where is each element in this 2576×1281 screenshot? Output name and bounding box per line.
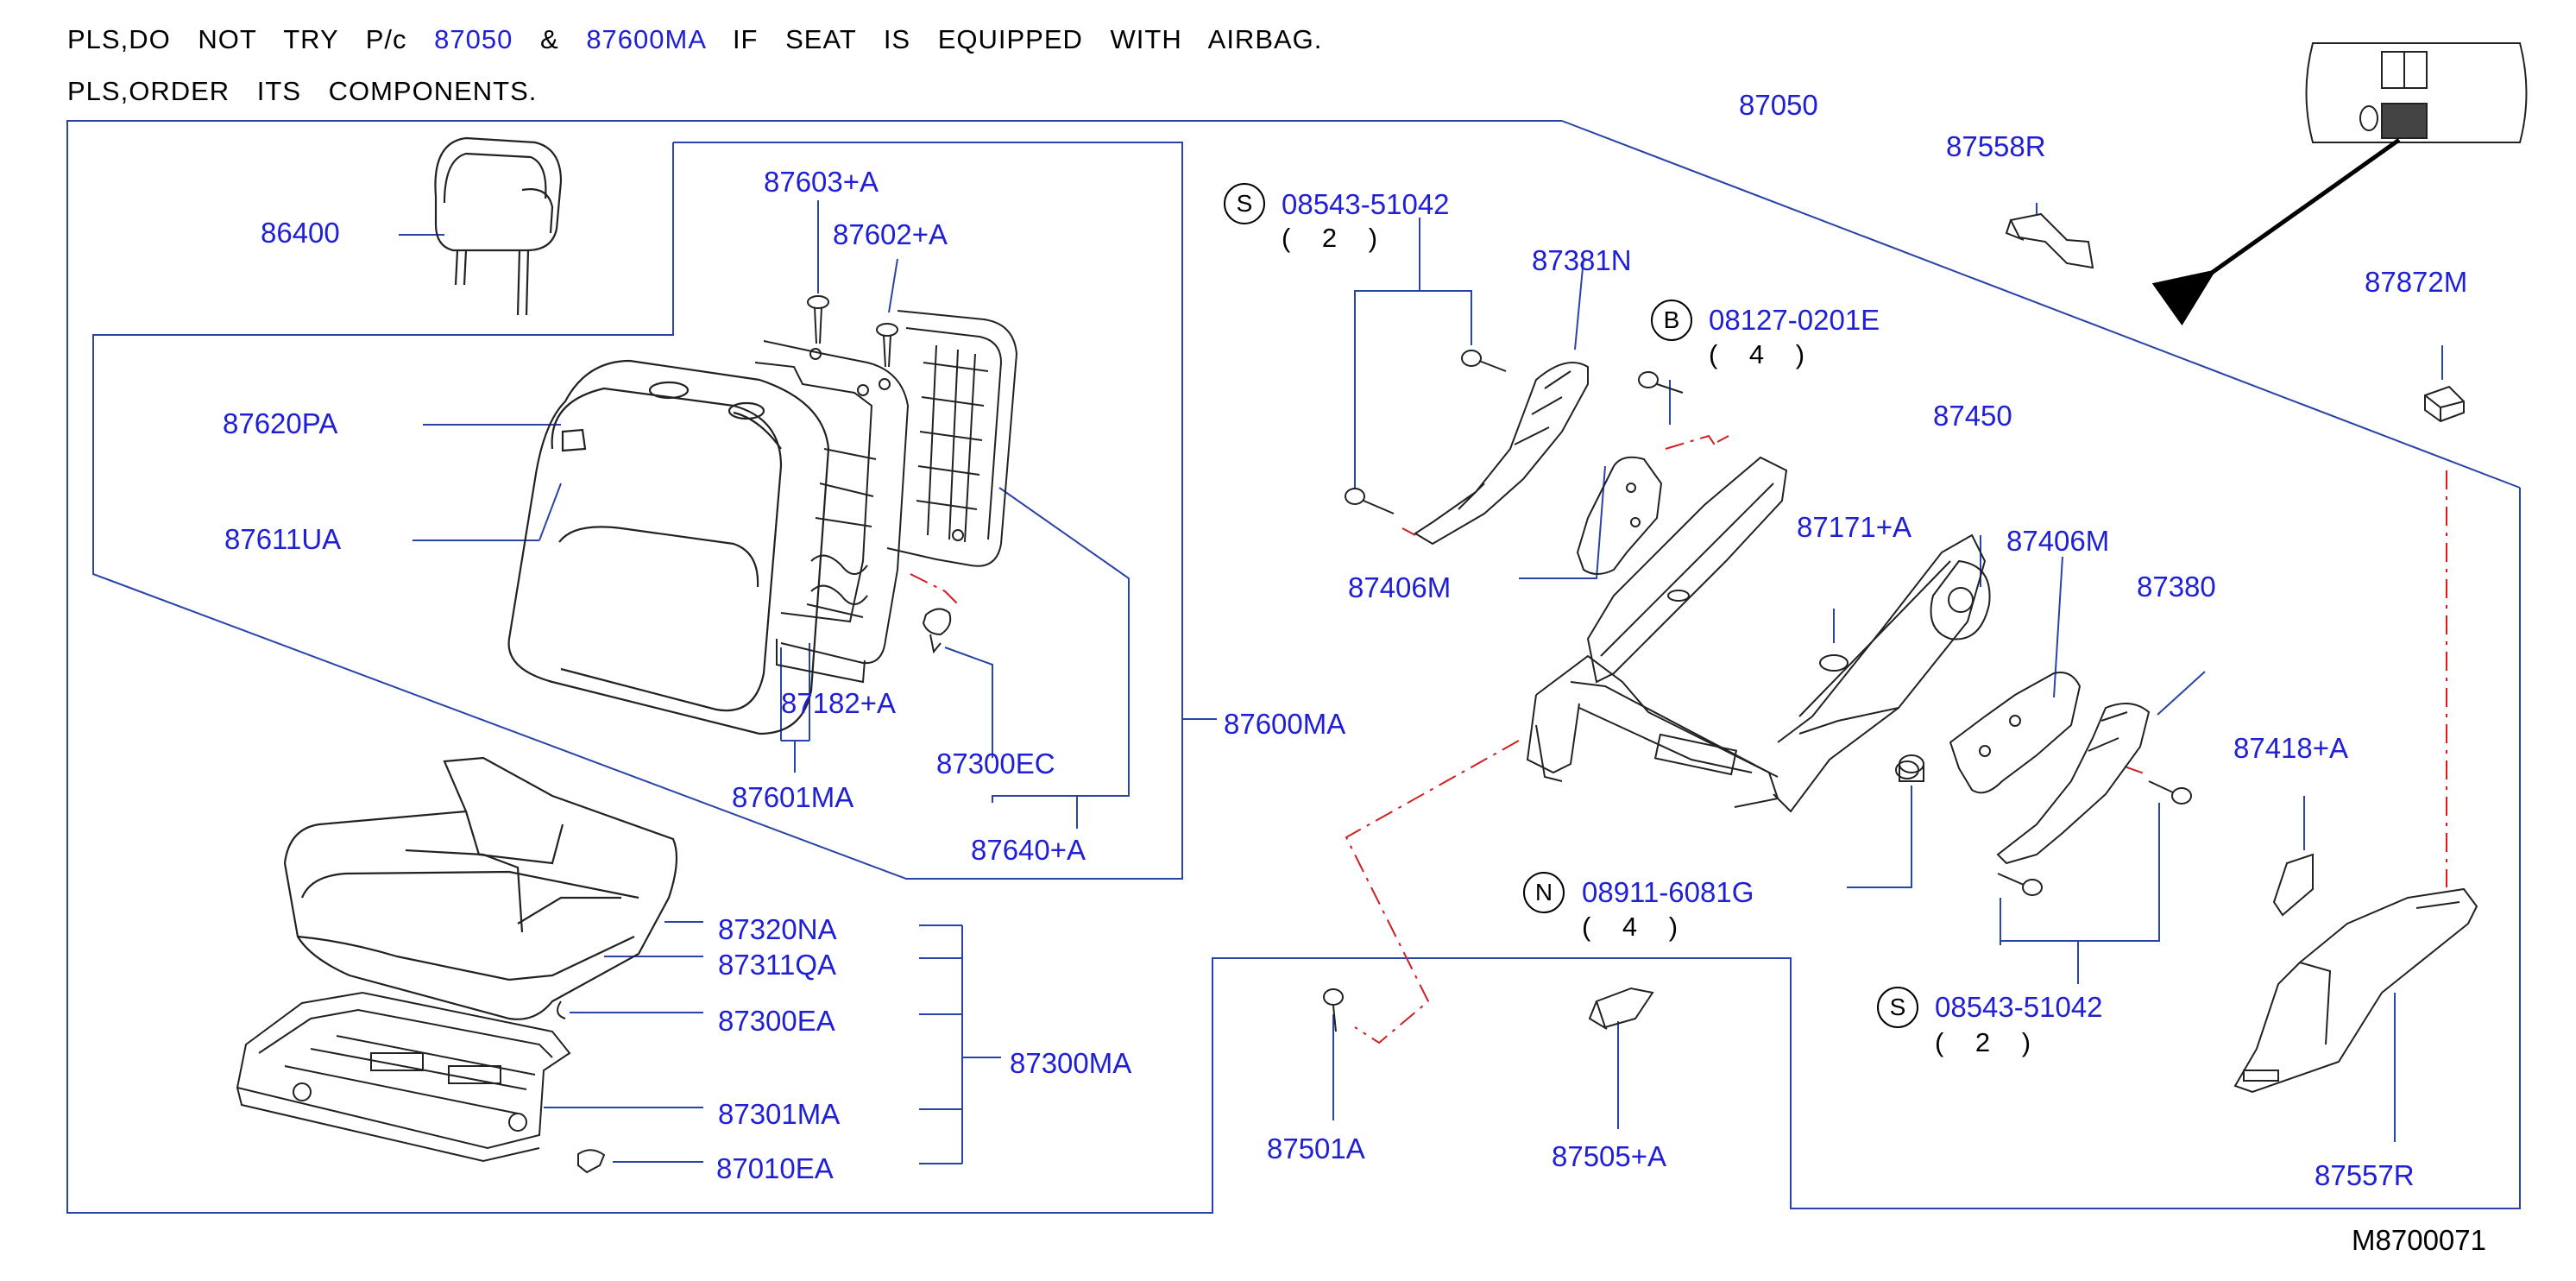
- label-87603A[interactable]: 87603+A: [764, 166, 879, 198]
- diagram-code: M8700071: [2352, 1224, 2486, 1256]
- label-87010EA[interactable]: 87010EA: [716, 1152, 834, 1184]
- fastener-qty-B: ( 4 ): [1709, 339, 1817, 369]
- label-87611UA[interactable]: 87611UA: [224, 523, 342, 555]
- fastener-qty-upper-S: ( 2 ): [1282, 223, 1390, 253]
- seat-adjuster-drawing: [1526, 456, 1991, 813]
- label-87602A[interactable]: 87602+A: [833, 218, 948, 250]
- frame-lines: [66, 120, 2521, 1214]
- label-87380[interactable]: 87380: [2137, 571, 2216, 603]
- label-87300MA[interactable]: 87300MA: [1010, 1047, 1132, 1079]
- fastener-part-upper-S[interactable]: 08543-51042: [1282, 188, 1450, 220]
- fastener-symbol-S-upper: S: [1224, 183, 1265, 224]
- label-87640A[interactable]: 87640+A: [971, 834, 1086, 866]
- seatback-frame-drawing: [754, 340, 910, 684]
- label-87311QA[interactable]: 87311QA: [718, 949, 836, 981]
- note-text-1: PLS,DO NOT TRY P/c: [67, 24, 407, 54]
- label-87406M-left[interactable]: 87406M: [1348, 571, 1452, 603]
- bracket-87381N-drawing: [1414, 362, 1589, 546]
- order-components-note: PLS,ORDER ITS COMPONENTS.: [67, 76, 538, 106]
- label-87600MA[interactable]: 87600MA: [1224, 708, 1346, 740]
- bracket-87505A-drawing: [1588, 987, 1654, 1030]
- headrest-drawing: [434, 136, 563, 316]
- label-87558R[interactable]: 87558R: [1946, 130, 2046, 162]
- airbag-warning-note: PLS,DO NOT TRY P/c 87050 & 87600MA IF SE…: [67, 24, 1322, 55]
- label-87171A[interactable]: 87171+A: [1797, 511, 1912, 543]
- label-87620PA[interactable]: 87620PA: [223, 407, 338, 439]
- fastener-symbol-S-lower: S: [1877, 987, 1918, 1028]
- label-87301MA[interactable]: 87301MA: [718, 1098, 841, 1130]
- locator-inset: [2151, 42, 2528, 326]
- seat-cushion-drawing: [283, 756, 678, 1020]
- seat-pan-drawing: [236, 991, 606, 1174]
- screw-drawing: [807, 295, 952, 654]
- leader-lines: [399, 200, 2443, 1163]
- fastener-symbol-N: N: [1523, 872, 1565, 913]
- label-86400[interactable]: 86400: [261, 217, 340, 249]
- clip-87558R-drawing: [1899, 212, 2465, 782]
- label-87501A[interactable]: 87501A: [1267, 1133, 1365, 1164]
- note-text-2: &: [540, 24, 559, 54]
- label-87872M[interactable]: 87872M: [2365, 266, 2468, 298]
- seatback-trim-drawing: [507, 359, 830, 735]
- label-87182A[interactable]: 87182+A: [781, 687, 897, 719]
- note-part-87600MA[interactable]: 87600MA: [586, 24, 706, 54]
- bolt-drawing: [1323, 350, 2192, 1032]
- cover-87406M-left-drawing: [1576, 456, 1663, 575]
- label-87601MA[interactable]: 87601MA: [732, 781, 854, 813]
- label-87450[interactable]: 87450: [1933, 400, 2012, 432]
- label-87320NA[interactable]: 87320NA: [718, 913, 837, 945]
- label-87300EA[interactable]: 87300EA: [718, 1005, 835, 1037]
- label-87050[interactable]: 87050: [1739, 89, 1818, 121]
- label-87381N[interactable]: 87381N: [1532, 244, 1632, 276]
- seatback-assy-frame: [92, 142, 1183, 880]
- note-text-3: IF SEAT IS EQUIPPED WITH AIRBAG.: [732, 24, 1323, 54]
- label-87505A[interactable]: 87505+A: [1552, 1140, 1667, 1172]
- fastener-part-N[interactable]: 08911-6081G: [1582, 876, 1754, 908]
- fastener-qty-lower-S: ( 2 ): [1935, 1027, 2044, 1057]
- outer-frame: [66, 120, 2521, 1214]
- knob-87380-drawing: [1996, 703, 2151, 865]
- fastener-part-B[interactable]: 08127-0201E: [1709, 304, 1880, 336]
- cover-87406M-right-drawing: [1949, 672, 2082, 794]
- label-87418A[interactable]: 87418+A: [2233, 732, 2349, 764]
- label-87300EC[interactable]: 87300EC: [936, 748, 1055, 779]
- label-87557R[interactable]: 87557R: [2315, 1159, 2415, 1191]
- side-cover-drawing: [2233, 853, 2478, 1094]
- dash-leaders: [910, 434, 2447, 1044]
- note-part-87050[interactable]: 87050: [434, 24, 513, 54]
- fastener-qty-N: ( 4 ): [1582, 912, 1691, 942]
- label-87406M-right[interactable]: 87406M: [2006, 525, 2110, 557]
- fastener-symbol-B: B: [1651, 300, 1692, 341]
- fastener-part-lower-S[interactable]: 08543-51042: [1935, 991, 2103, 1023]
- back-board-drawing: [886, 310, 1018, 567]
